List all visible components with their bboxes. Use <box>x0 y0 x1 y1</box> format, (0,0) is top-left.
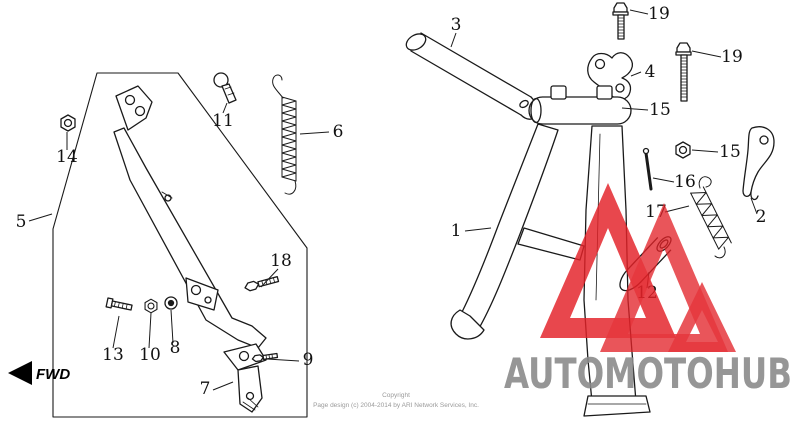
callout-19b: 19 <box>721 47 743 67</box>
leader-line <box>629 9 649 15</box>
callout-3: 3 <box>451 15 462 35</box>
leader-line <box>621 107 649 111</box>
part-2-stopper-arm <box>742 126 775 201</box>
part-17-spring <box>690 176 732 259</box>
callout-13: 13 <box>102 345 124 365</box>
callout-4: 4 <box>645 62 656 82</box>
callout-16: 16 <box>674 172 696 192</box>
leader-line <box>630 71 642 77</box>
fwd-arrow-icon <box>8 361 32 385</box>
part-7-stopper-bracket <box>223 343 267 413</box>
watermark-brand-text: AUTOMOTOHUB <box>504 349 792 398</box>
callout-2: 2 <box>756 207 767 227</box>
fwd-label: FWD <box>36 366 70 383</box>
part-18-bolt <box>244 275 280 292</box>
callout-8: 8 <box>170 338 181 358</box>
part-9-bolt <box>251 352 279 363</box>
side-stand-boundary-outline <box>52 72 308 418</box>
automotohub-watermark: AUTOMOTOHUB <box>504 183 792 398</box>
part-11-pivot-bolt <box>213 72 237 104</box>
leader-line <box>450 32 457 48</box>
callout-14: 14 <box>56 147 78 167</box>
part-16-pin <box>642 147 653 191</box>
leader-line <box>652 177 675 183</box>
leader-line <box>28 213 53 222</box>
part-19-bolt-upper <box>612 2 629 40</box>
part-15-nut-lower <box>675 141 691 159</box>
callout-1: 1 <box>451 221 462 241</box>
part-3-pivot-pipe <box>405 32 538 120</box>
part-10-nut <box>144 298 158 314</box>
callout-7: 7 <box>200 379 211 399</box>
callout-10: 10 <box>139 345 161 365</box>
part-13-screw <box>105 297 133 311</box>
leader-line <box>170 309 174 344</box>
leader-line <box>260 268 279 288</box>
leader-line <box>664 205 690 213</box>
copyright-notice: Copyright Page design (c) 2004-2014 by A… <box>313 392 479 409</box>
leader-line <box>750 197 758 215</box>
part-19-bolt-lower <box>675 42 692 102</box>
leader-line <box>464 227 492 232</box>
leader-line <box>148 312 152 349</box>
part-4-bracket-arm <box>587 52 634 101</box>
callout-9: 9 <box>303 350 314 370</box>
leader-line <box>112 315 120 349</box>
copyright-line-2: Page design (c) 2004-2014 by ARI Network… <box>313 402 479 409</box>
part-14-nut <box>60 114 76 132</box>
callout-11: 11 <box>212 111 234 131</box>
leader-line <box>266 358 300 362</box>
leader-line <box>222 102 228 114</box>
leader-line <box>212 381 234 391</box>
callout-6: 6 <box>333 122 344 142</box>
fwd-marker: FWD <box>8 361 70 385</box>
part-5-side-stand <box>113 85 267 349</box>
part-8-washer <box>164 296 178 310</box>
leader-line <box>691 50 722 58</box>
callout-5: 5 <box>16 212 27 232</box>
callout-18: 18 <box>270 251 292 271</box>
callout-19a: 19 <box>648 4 670 24</box>
automotohub-logo-icon <box>540 183 736 352</box>
callout-15b: 15 <box>719 142 741 162</box>
part-6-return-spring <box>272 74 297 195</box>
copyright-line-1: Copyright <box>382 392 410 399</box>
callout-15a: 15 <box>649 100 671 120</box>
leader-line <box>299 131 330 135</box>
leader-line <box>691 149 719 153</box>
